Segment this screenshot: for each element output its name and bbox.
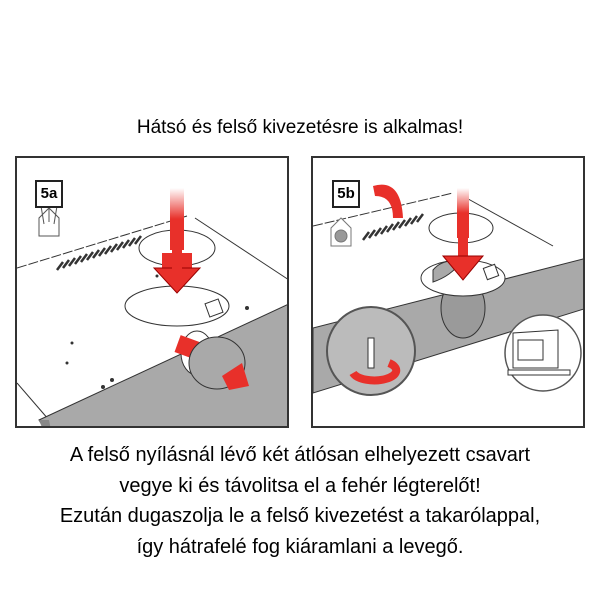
hood-top-outlet-drawing (17, 188, 287, 426)
rotate-arrow-icon (373, 184, 403, 218)
heading: Hátsó és felső kivezetésre is alkalmas! (136, 117, 464, 138)
step-badge-5b: 5b (332, 180, 360, 208)
arrow-out-icon (222, 363, 249, 390)
airflow-up-icon (38, 204, 60, 237)
instruction-line: így hátrafelé fog kiáramlani a levegő. (136, 535, 464, 558)
hood-rear-outlet-drawing (313, 184, 583, 396)
illustration-5a: 5a (15, 156, 289, 428)
illustration-5b: 5b (311, 156, 585, 428)
arrow-down-icon (441, 255, 485, 281)
instruction-line: Ezután dugaszolja le a felső kivezetést … (59, 505, 541, 527)
instruction-line: A felső nyílásnál lévő két átlósan elhel… (69, 444, 531, 466)
vent-slots (56, 235, 142, 271)
instructions: A felső nyílásnál lévő két átlósan elhel… (0, 440, 600, 562)
instruction-line: vegye ki és távolitsa el a fehér légtere… (119, 474, 481, 497)
rear-outlet-icon (330, 217, 352, 247)
step-badge-5a: 5a (35, 180, 63, 208)
